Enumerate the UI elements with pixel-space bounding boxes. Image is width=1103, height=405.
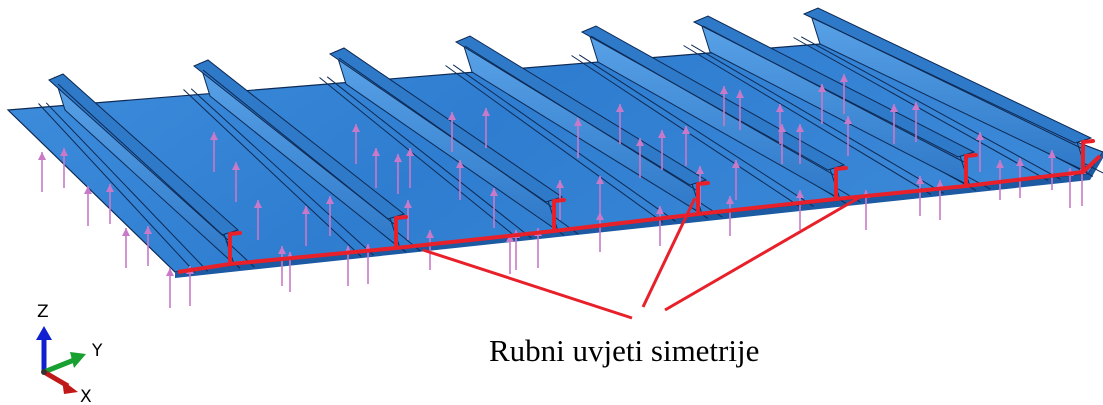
stiffener <box>692 15 976 188</box>
pressure-load-arrow-icon <box>38 152 46 192</box>
pressure-load-arrow-icon <box>574 118 582 158</box>
pressure-load-arrow-icon <box>122 228 130 268</box>
pressure-load-arrow-icon <box>636 138 644 178</box>
pressure-load-arrow-icon <box>840 74 848 114</box>
pressure-load-arrow-icon <box>796 124 804 164</box>
z-axis-label: Z <box>37 302 49 322</box>
plate-seam-line <box>190 88 374 256</box>
plate-seam-line <box>319 77 520 240</box>
stiffener <box>328 47 564 233</box>
plate-seam-line <box>683 45 932 195</box>
pressure-load-arrow-icon <box>916 176 924 216</box>
pressure-load-arrow-icon <box>254 200 262 240</box>
plate-seam-line <box>793 37 1049 181</box>
pressure-load-arrow-icon <box>406 148 414 188</box>
pressure-load-arrow-icon <box>976 132 984 172</box>
stiffener-flange <box>580 25 846 171</box>
pressure-load-arrow-icon <box>232 162 240 202</box>
pressure-load-arrow-icon <box>210 132 218 172</box>
stiffener-edge-line <box>338 57 553 208</box>
pressure-load-arrow-icon <box>60 148 68 188</box>
pressure-load-arrow-icon <box>656 206 664 246</box>
y-axis-icon <box>43 357 75 375</box>
pressure-load-arrow-icon <box>596 212 604 252</box>
triad-origin <box>41 369 47 375</box>
plate-seam-line <box>326 76 532 239</box>
pressure-load-arrow-icon <box>482 108 490 148</box>
stiffeners <box>48 7 1093 266</box>
pressure-load-arrow-icon <box>682 126 690 166</box>
stiffener-edge-line <box>464 45 697 191</box>
pressure-load-arrow-icon <box>726 196 734 236</box>
pressure-load-arrow-icon <box>796 190 804 230</box>
leader-line-3 <box>664 194 863 312</box>
stiffener-edge-line <box>702 25 965 163</box>
pressure-load-arrow-icon <box>736 90 744 130</box>
leader-line-1 <box>422 248 633 320</box>
y-axis-label: Y <box>91 341 103 361</box>
pressure-load-arrow-icon <box>732 160 740 200</box>
stiffener <box>802 7 1093 173</box>
plate-seam-line <box>452 64 676 222</box>
stiffener-flange <box>48 73 239 236</box>
pressure-load-arrow-icon <box>372 148 380 188</box>
caption: Rubni uvjeti simetrije <box>489 333 759 368</box>
pressure-load-arrow-icon <box>912 102 920 142</box>
symmetry-boundary-edge <box>177 139 1102 274</box>
pressure-load-arrow-icon <box>506 234 514 274</box>
z-axis-arrowhead <box>36 326 52 340</box>
pressure-load-arrow-icon <box>616 104 624 144</box>
stiffener-flange <box>802 7 1093 144</box>
pressure-load-arrow-icon <box>302 206 310 246</box>
pressure-load-arrow-icon <box>84 186 92 226</box>
pressure-load-arrow-icon <box>1048 150 1056 190</box>
pressure-load-arrow-icon <box>490 188 498 228</box>
pressure-load-arrow-icon <box>426 230 434 270</box>
y-axis-arrowhead <box>70 352 86 368</box>
load-arrows <box>38 74 1086 308</box>
pressure-load-arrow-icon <box>352 124 360 164</box>
plate-seam-line <box>690 44 944 194</box>
pressure-load-arrow-icon <box>658 130 666 170</box>
stiffener-flange <box>193 59 406 220</box>
pressure-load-arrow-icon <box>144 226 152 266</box>
pressure-load-arrow-icon <box>936 180 944 220</box>
plate-seam-line <box>445 65 664 223</box>
pressure-load-arrow-icon <box>456 160 464 200</box>
stiffener-edge-line <box>202 69 395 225</box>
pressure-load-arrow-icon <box>106 184 114 224</box>
x-axis-label: X <box>80 387 92 405</box>
stiffener-edge-line <box>812 17 1082 149</box>
x-axis-arrowhead <box>62 380 78 394</box>
pressure-load-arrow-icon <box>394 154 402 194</box>
symmetry-edge-line <box>177 139 1102 274</box>
stiffener-flange <box>692 15 976 158</box>
pressure-load-arrow-icon <box>278 246 286 286</box>
plate-seam-line <box>800 36 1061 180</box>
pressure-load-arrow-icon <box>890 104 898 144</box>
stiffener-edge-line <box>590 35 835 176</box>
plate-front-edge <box>175 152 1103 278</box>
plate-seam-line <box>578 54 814 207</box>
pressure-load-arrow-icon <box>844 116 852 156</box>
axis-triad: Z Y X <box>36 302 103 405</box>
pressure-load-arrow-icon <box>720 86 728 126</box>
plate-seam-line <box>45 102 208 272</box>
plate-seam-line <box>38 103 196 273</box>
leader-line-2 <box>641 197 697 308</box>
pressure-load-arrow-icon <box>448 112 456 152</box>
pressure-load-arrow-icon <box>776 104 784 144</box>
pressure-load-arrow-icon <box>596 176 604 216</box>
pressure-load-arrow-icon <box>818 84 826 124</box>
stiffener <box>454 35 708 216</box>
pressure-load-arrow-icon <box>404 200 412 240</box>
stiffener-edge-line <box>57 83 229 241</box>
pressure-load-arrow-icon <box>326 196 334 236</box>
leader-lines <box>422 194 863 320</box>
plate-seam-line <box>183 89 362 257</box>
pressure-load-arrow-icon <box>166 268 174 308</box>
